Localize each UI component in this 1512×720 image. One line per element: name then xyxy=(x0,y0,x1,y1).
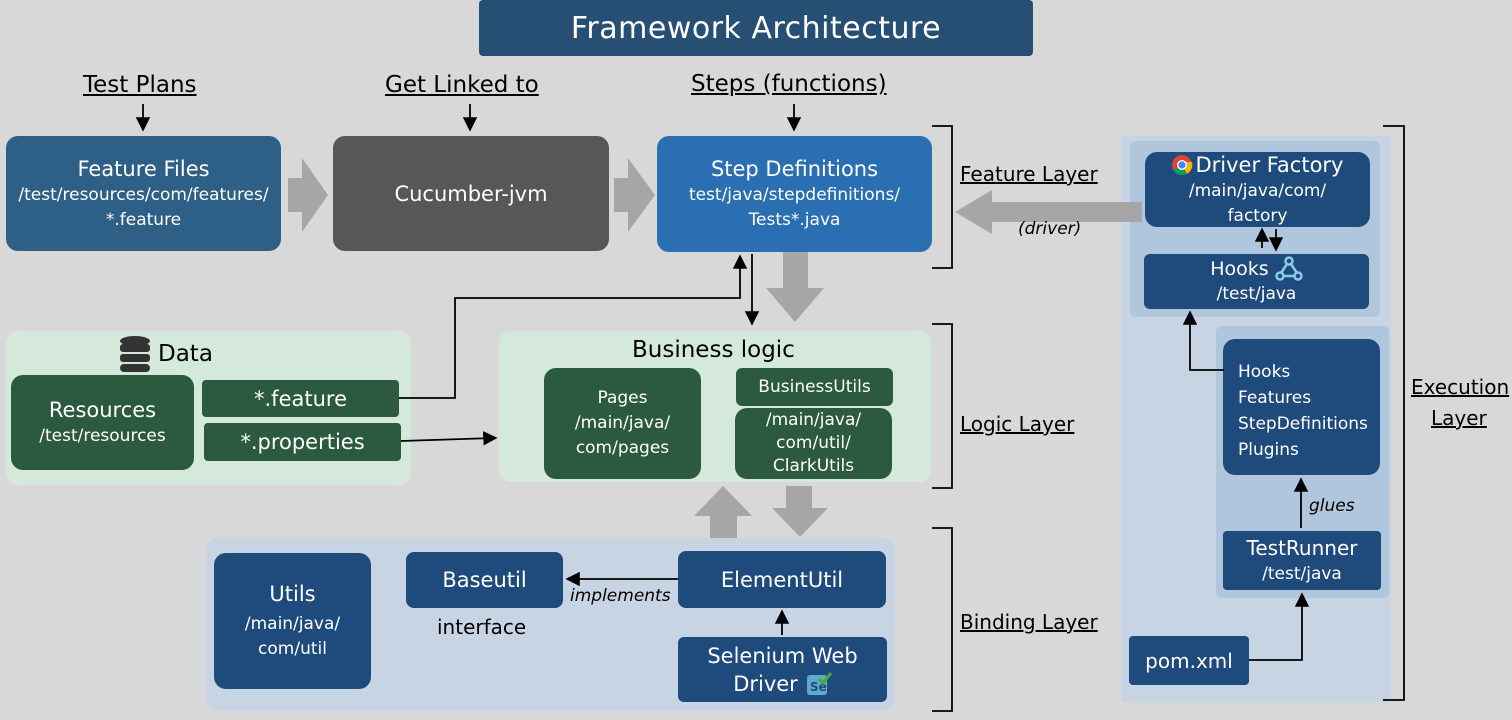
arrow-binding-to-business xyxy=(694,486,752,538)
selenium-icon: Se xyxy=(806,671,832,695)
arrow-feature-to-cucumber xyxy=(288,158,328,232)
baseutil-title: Baseutil xyxy=(442,568,527,592)
elementutil-box[interactable]: ElementUtil xyxy=(678,551,886,608)
hooks-path: /test/java xyxy=(1216,284,1297,304)
resources-title: Resources xyxy=(48,398,157,422)
pages-path2: com/pages xyxy=(575,438,670,458)
header-test-plans: Test Plans xyxy=(83,72,197,98)
binding-layer-bracket xyxy=(932,527,953,712)
feature-tag-text: *.feature xyxy=(254,386,347,411)
step-definitions-path1: test/java/stepdefinitions/ xyxy=(688,185,901,205)
utils-path1: /main/java/ xyxy=(244,614,341,634)
glue-item-plugins: Plugins xyxy=(1238,440,1299,460)
feature-files-title: Feature Files xyxy=(77,156,210,181)
data-header: Data xyxy=(118,334,213,374)
testrunner-title: TestRunner xyxy=(1246,536,1358,560)
feature-files-path: /test/resources/com/features/*.feature xyxy=(18,184,269,230)
arrow-properties-to-business xyxy=(400,431,498,446)
glue-item-hooks: Hooks xyxy=(1238,362,1291,382)
feature-layer-bracket xyxy=(932,125,953,269)
hooks-title-wrap: Hooks xyxy=(1210,256,1303,282)
business-utils-path2: com/util/ xyxy=(776,433,851,453)
hooks-box[interactable]: Hooks /test/java xyxy=(1144,254,1369,309)
execution-layer-label-1: Execution xyxy=(1411,375,1510,399)
arrow-feature-to-stepdefs xyxy=(399,254,748,399)
driver-factory-path1: /main/java/com/ xyxy=(1188,180,1327,201)
execution-layer-label-2: Layer xyxy=(1431,406,1487,430)
driver-factory-box[interactable]: Driver Factory /main/java/com/ factory xyxy=(1145,152,1370,227)
business-utils-path1: /main/java/ xyxy=(765,410,862,430)
utils-box[interactable]: Utils /main/java/ com/util xyxy=(214,553,371,689)
selenium-box[interactable]: Selenium Web Driver Se xyxy=(678,637,887,702)
diagram-title-text: Framework Architecture xyxy=(570,10,942,46)
arrow-driver-to-steps xyxy=(955,190,1142,234)
implements-label: implements xyxy=(570,586,671,606)
arrow-cucumber-to-steps xyxy=(614,158,655,232)
diagram-title: Framework Architecture xyxy=(479,0,1033,56)
binding-layer-label: Binding Layer xyxy=(960,610,1098,634)
driver-factory-title: Driver Factory xyxy=(1195,152,1344,177)
feature-tag-box[interactable]: *.feature xyxy=(202,380,399,417)
utils-path2: com/util xyxy=(258,639,327,659)
database-icon xyxy=(120,336,150,372)
testrunner-path: /test/java xyxy=(1262,564,1342,584)
pom-box[interactable]: pom.xml xyxy=(1129,636,1249,685)
utils-title: Utils xyxy=(269,582,316,606)
glue-item-stepdefinitions: StepDefinitions xyxy=(1238,414,1368,434)
driver-factory-title-wrap: Driver Factory xyxy=(1171,151,1344,179)
arrow-pom-to-testrunner xyxy=(1249,592,1310,661)
step-definitions-box[interactable]: Step Definitions test/java/stepdefinitio… xyxy=(657,136,932,252)
glue-items-box[interactable]: Hooks Features StepDefinitions Plugins xyxy=(1223,339,1380,475)
driver-factory-path2: factory xyxy=(1227,205,1288,226)
arrow-steps-to-business xyxy=(766,252,824,322)
resources-box[interactable]: Resources /test/resources xyxy=(11,375,194,470)
step-definitions-title: Step Definitions xyxy=(710,157,879,181)
pages-title: Pages xyxy=(597,388,648,408)
baseutil-box[interactable]: Baseutil xyxy=(406,552,563,608)
pages-path1: /main/java/ xyxy=(574,413,671,433)
arrow-glue-to-hooks xyxy=(1182,310,1224,371)
header-steps: Steps (functions) xyxy=(691,71,887,97)
arrow-business-to-binding xyxy=(772,486,828,537)
testrunner-box[interactable]: TestRunner /test/java xyxy=(1223,531,1381,590)
business-utils-path-box[interactable]: /main/java/ com/util/ ClarkUtils xyxy=(735,408,892,479)
pages-box[interactable]: Pages /main/java/ com/pages xyxy=(544,368,701,479)
glue-item-features: Features xyxy=(1238,388,1312,408)
webhook-icon xyxy=(1274,256,1303,281)
elementutil-title: ElementUtil xyxy=(720,567,844,592)
logic-layer-bracket xyxy=(932,323,953,489)
business-logic-title: Business logic xyxy=(632,337,795,363)
feature-layer-label: Feature Layer xyxy=(960,162,1098,186)
logic-layer-label: Logic Layer xyxy=(960,412,1075,436)
cucumber-title: Cucumber-jvm xyxy=(394,181,548,206)
selenium-line1: Selenium Web xyxy=(707,643,858,668)
glues-label: glues xyxy=(1309,496,1355,516)
execution-layer-bracket xyxy=(1383,125,1405,701)
header-get-linked: Get Linked to xyxy=(385,72,539,98)
resources-path: /test/resources xyxy=(39,426,166,446)
step-definitions-path2: Tests*.java xyxy=(748,210,841,230)
driver-label: (driver) xyxy=(1018,219,1082,239)
business-utils-path3: ClarkUtils xyxy=(772,456,855,476)
baseutil-interface-label: interface xyxy=(437,615,527,639)
properties-tag-text: *.properties xyxy=(240,430,365,454)
properties-tag-box[interactable]: *.properties xyxy=(204,423,401,461)
feature-files-box[interactable]: Feature Files /test/resources/com/featur… xyxy=(6,136,281,251)
pom-title: pom.xml xyxy=(1145,648,1233,673)
selenium-line2-wrap: Driver Se xyxy=(733,670,832,698)
business-utils-title: BusinessUtils xyxy=(758,376,871,397)
selenium-line2: Driver xyxy=(733,671,798,696)
business-utils-box[interactable]: BusinessUtils xyxy=(736,368,893,406)
cucumber-box[interactable]: Cucumber-jvm xyxy=(333,136,609,251)
chrome-icon xyxy=(1172,154,1193,175)
data-title: Data xyxy=(158,341,213,367)
hooks-title: Hooks xyxy=(1210,257,1269,280)
